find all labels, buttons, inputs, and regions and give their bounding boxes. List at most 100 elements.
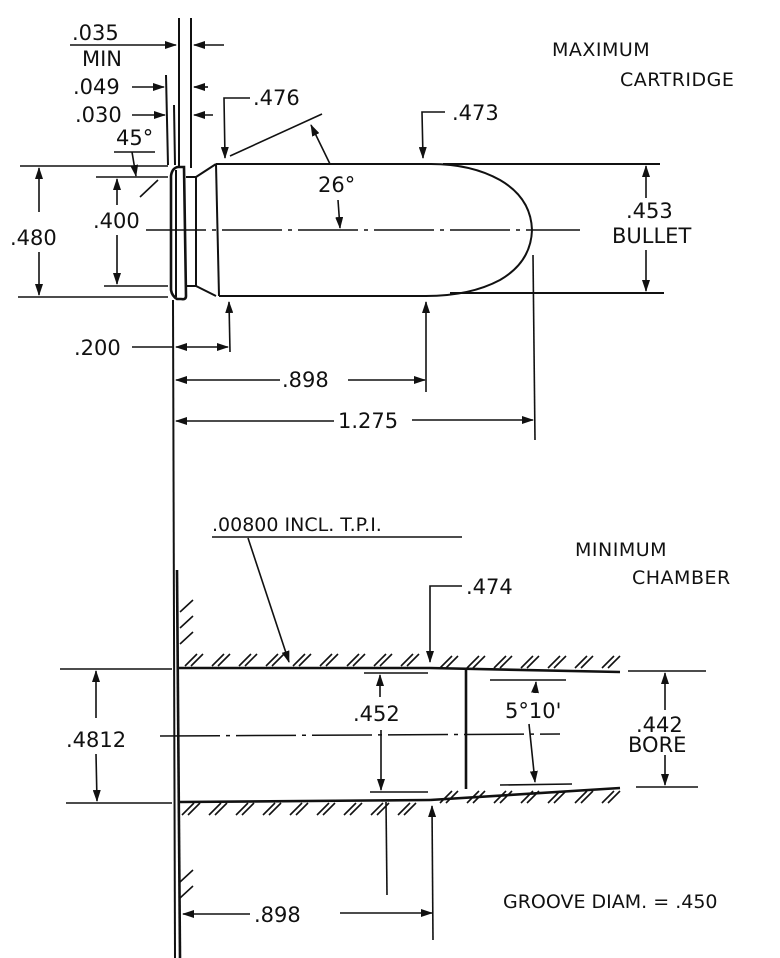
hatch-mark bbox=[211, 653, 225, 667]
base-to-body-value: .200 bbox=[74, 336, 121, 360]
chamber-mouth-value: .474 bbox=[466, 575, 513, 599]
hatch-mark bbox=[601, 655, 615, 669]
hatch-mark bbox=[601, 790, 615, 804]
case-length-value: .898 bbox=[282, 368, 329, 392]
hatch-mark bbox=[466, 655, 480, 669]
dim-mouth-diameter: .473 bbox=[418, 101, 499, 392]
wall-hatching bbox=[179, 599, 621, 899]
hatch-mark bbox=[352, 653, 366, 667]
hatch-mark bbox=[370, 802, 384, 816]
throat-bottom bbox=[429, 786, 621, 802]
hatch-mark bbox=[493, 655, 507, 669]
dim-base-to-body: .200 bbox=[74, 336, 229, 360]
chamber-wall-bottom bbox=[178, 798, 431, 804]
hatch-mark bbox=[580, 790, 594, 804]
hatch-mark bbox=[346, 653, 360, 667]
shoulder-angle-value: 26° bbox=[318, 173, 355, 197]
hatch-mark bbox=[298, 653, 312, 667]
bevel-extension-2 bbox=[173, 104, 176, 166]
chamber-view: MINIMUM CHAMBER .00800 INCL. T.P.I. .474 bbox=[60, 514, 731, 958]
mouth-diameter-value: .473 bbox=[452, 101, 499, 125]
hatch-mark bbox=[553, 790, 567, 804]
hatch-mark bbox=[607, 790, 621, 804]
hatch-mark bbox=[325, 653, 339, 667]
chamber-title-line2: CHAMBER bbox=[632, 567, 731, 589]
hatch-mark bbox=[244, 653, 258, 667]
dim-chamber-length: .898 bbox=[182, 801, 433, 927]
dim-chamber-mouth: .474 bbox=[426, 575, 513, 941]
tolerance-note-text: .00800 INCL. T.P.I. bbox=[212, 514, 382, 536]
hatch-mark bbox=[499, 790, 513, 804]
dim-rim-diameter: .480 bbox=[10, 165, 168, 298]
bore-value: .442 bbox=[636, 713, 683, 737]
hatch-mark bbox=[379, 653, 393, 667]
rim-outline bbox=[169, 165, 188, 301]
hatch-mark bbox=[316, 802, 330, 816]
dim-base-diameter: .476 bbox=[220, 86, 300, 353]
hatch-mark bbox=[271, 653, 285, 667]
hatch-mark bbox=[322, 802, 336, 816]
tolerance-note: .00800 INCL. T.P.I. bbox=[212, 514, 462, 663]
hatch-mark bbox=[262, 802, 276, 816]
hatch-mark bbox=[238, 653, 252, 667]
groove-width-value: .049 bbox=[73, 75, 120, 99]
hatch-mark bbox=[445, 790, 459, 804]
hatch-mark bbox=[526, 790, 540, 804]
chamber-centerline bbox=[159, 733, 561, 737]
chamber-length-value: .898 bbox=[254, 903, 301, 927]
hatch-mark bbox=[580, 655, 594, 669]
hatch-mark bbox=[403, 802, 417, 816]
throat-angle-value: 5°10' bbox=[505, 699, 561, 723]
hatch-mark bbox=[439, 790, 453, 804]
hatch-mark bbox=[190, 653, 204, 667]
hatch-mark bbox=[547, 655, 561, 669]
hatch-mark bbox=[179, 615, 194, 629]
hatch-mark bbox=[181, 802, 195, 816]
bevel-extension-1 bbox=[165, 74, 169, 166]
hatch-mark bbox=[574, 790, 588, 804]
hatch-mark bbox=[295, 802, 309, 816]
base-diameter-value: .476 bbox=[253, 86, 300, 110]
hatch-mark bbox=[472, 790, 486, 804]
hatch-mark bbox=[208, 802, 222, 816]
hatch-mark bbox=[217, 653, 231, 667]
chamber-face bbox=[175, 569, 182, 958]
hatch-mark bbox=[553, 655, 567, 669]
hatch-mark bbox=[472, 655, 486, 669]
hatch-mark bbox=[373, 653, 387, 667]
hatch-mark bbox=[376, 802, 390, 816]
hatch-mark bbox=[268, 802, 282, 816]
hatch-mark bbox=[547, 790, 561, 804]
body-start-line bbox=[215, 163, 220, 297]
dim-groove-width: .049 bbox=[73, 75, 208, 99]
bevel-angle-value: 45° bbox=[116, 126, 153, 150]
hatch-mark bbox=[319, 653, 333, 667]
dim-bevel-angle: 45° bbox=[114, 126, 159, 198]
hatch-mark bbox=[292, 653, 306, 667]
dim-bullet-diameter: .453 BULLET bbox=[612, 165, 691, 292]
hatch-mark bbox=[184, 653, 198, 667]
hatch-mark bbox=[526, 655, 540, 669]
chamber-front-value: .452 bbox=[353, 702, 400, 726]
hatch-mark bbox=[439, 655, 453, 669]
hatch-mark bbox=[179, 869, 194, 883]
cartridge-view: MAXIMUM CARTRIDGE bbox=[10, 18, 734, 958]
dim-groove-diameter: .400 bbox=[93, 176, 168, 287]
bullet-diameter-value: .453 bbox=[626, 199, 673, 223]
dim-shoulder-angle: 26° bbox=[229, 113, 355, 229]
bullet-label: BULLET bbox=[612, 224, 691, 248]
dim-chamber-rear: .4812 bbox=[60, 668, 172, 804]
hatch-mark bbox=[406, 653, 420, 667]
dim-chamber-front: .452 bbox=[353, 672, 428, 793]
dim-bore: .442 BORE bbox=[628, 670, 706, 788]
hatch-mark bbox=[499, 655, 513, 669]
dim-overall-length: 1.275 bbox=[175, 254, 536, 441]
chamber-title-line1: MINIMUM bbox=[575, 539, 667, 561]
hatch-mark bbox=[241, 802, 255, 816]
hatch-mark bbox=[235, 802, 249, 816]
groove-diameter-value: .400 bbox=[93, 209, 140, 233]
overall-length-value: 1.275 bbox=[338, 409, 398, 433]
dim-rim-thickness: .035 MIN bbox=[70, 21, 224, 71]
hatch-mark bbox=[265, 653, 279, 667]
